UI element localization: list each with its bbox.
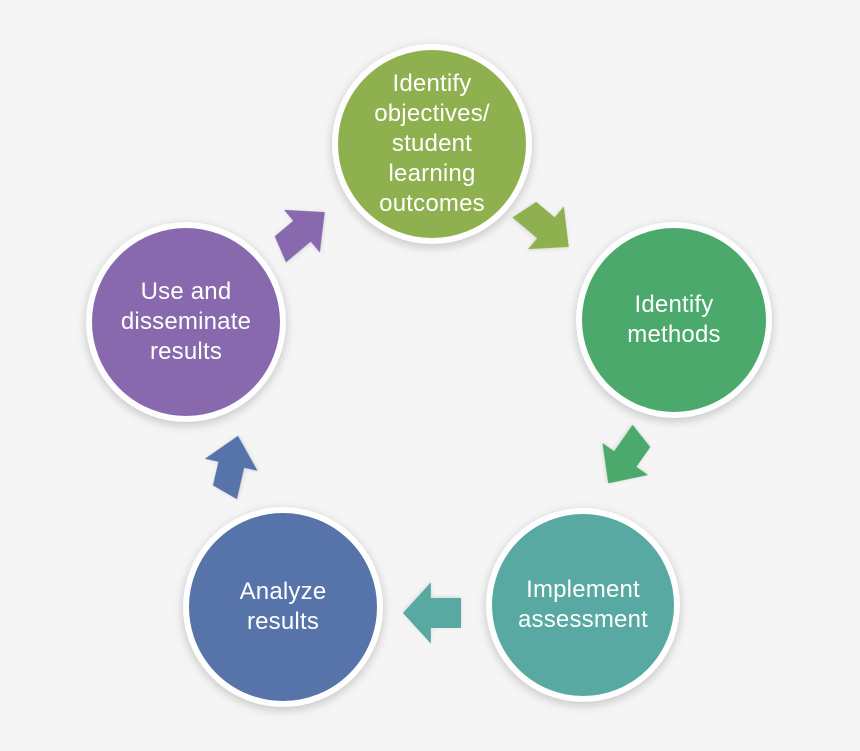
step-circle-use-disseminate-results: Use and disseminate results (86, 222, 286, 422)
step-label-implement-assessment: Implement assessment (517, 576, 649, 633)
step-circle-implement-assessment: Implement assessment (486, 508, 680, 702)
step-circle-analyze-results: Analyze results (183, 507, 383, 707)
arrow-down-left-icon (602, 424, 651, 484)
arrow-up-icon (204, 435, 258, 500)
arrow-down-right-icon (512, 201, 569, 250)
arrow-up-right-icon (274, 209, 325, 263)
step-circle-identify-objectives: Identify objectives/ student learning ou… (332, 44, 532, 244)
step-label-identify-methods: Identify methods (627, 291, 721, 348)
step-label-use-disseminate-results: Use and disseminate results (120, 278, 252, 365)
step-label-analyze-results: Analyze results (239, 578, 327, 635)
step-circle-identify-methods: Identify methods (576, 222, 772, 418)
arrow-left-icon (403, 582, 461, 644)
step-label-identify-objectives: Identify objectives/ student learning ou… (374, 70, 490, 217)
